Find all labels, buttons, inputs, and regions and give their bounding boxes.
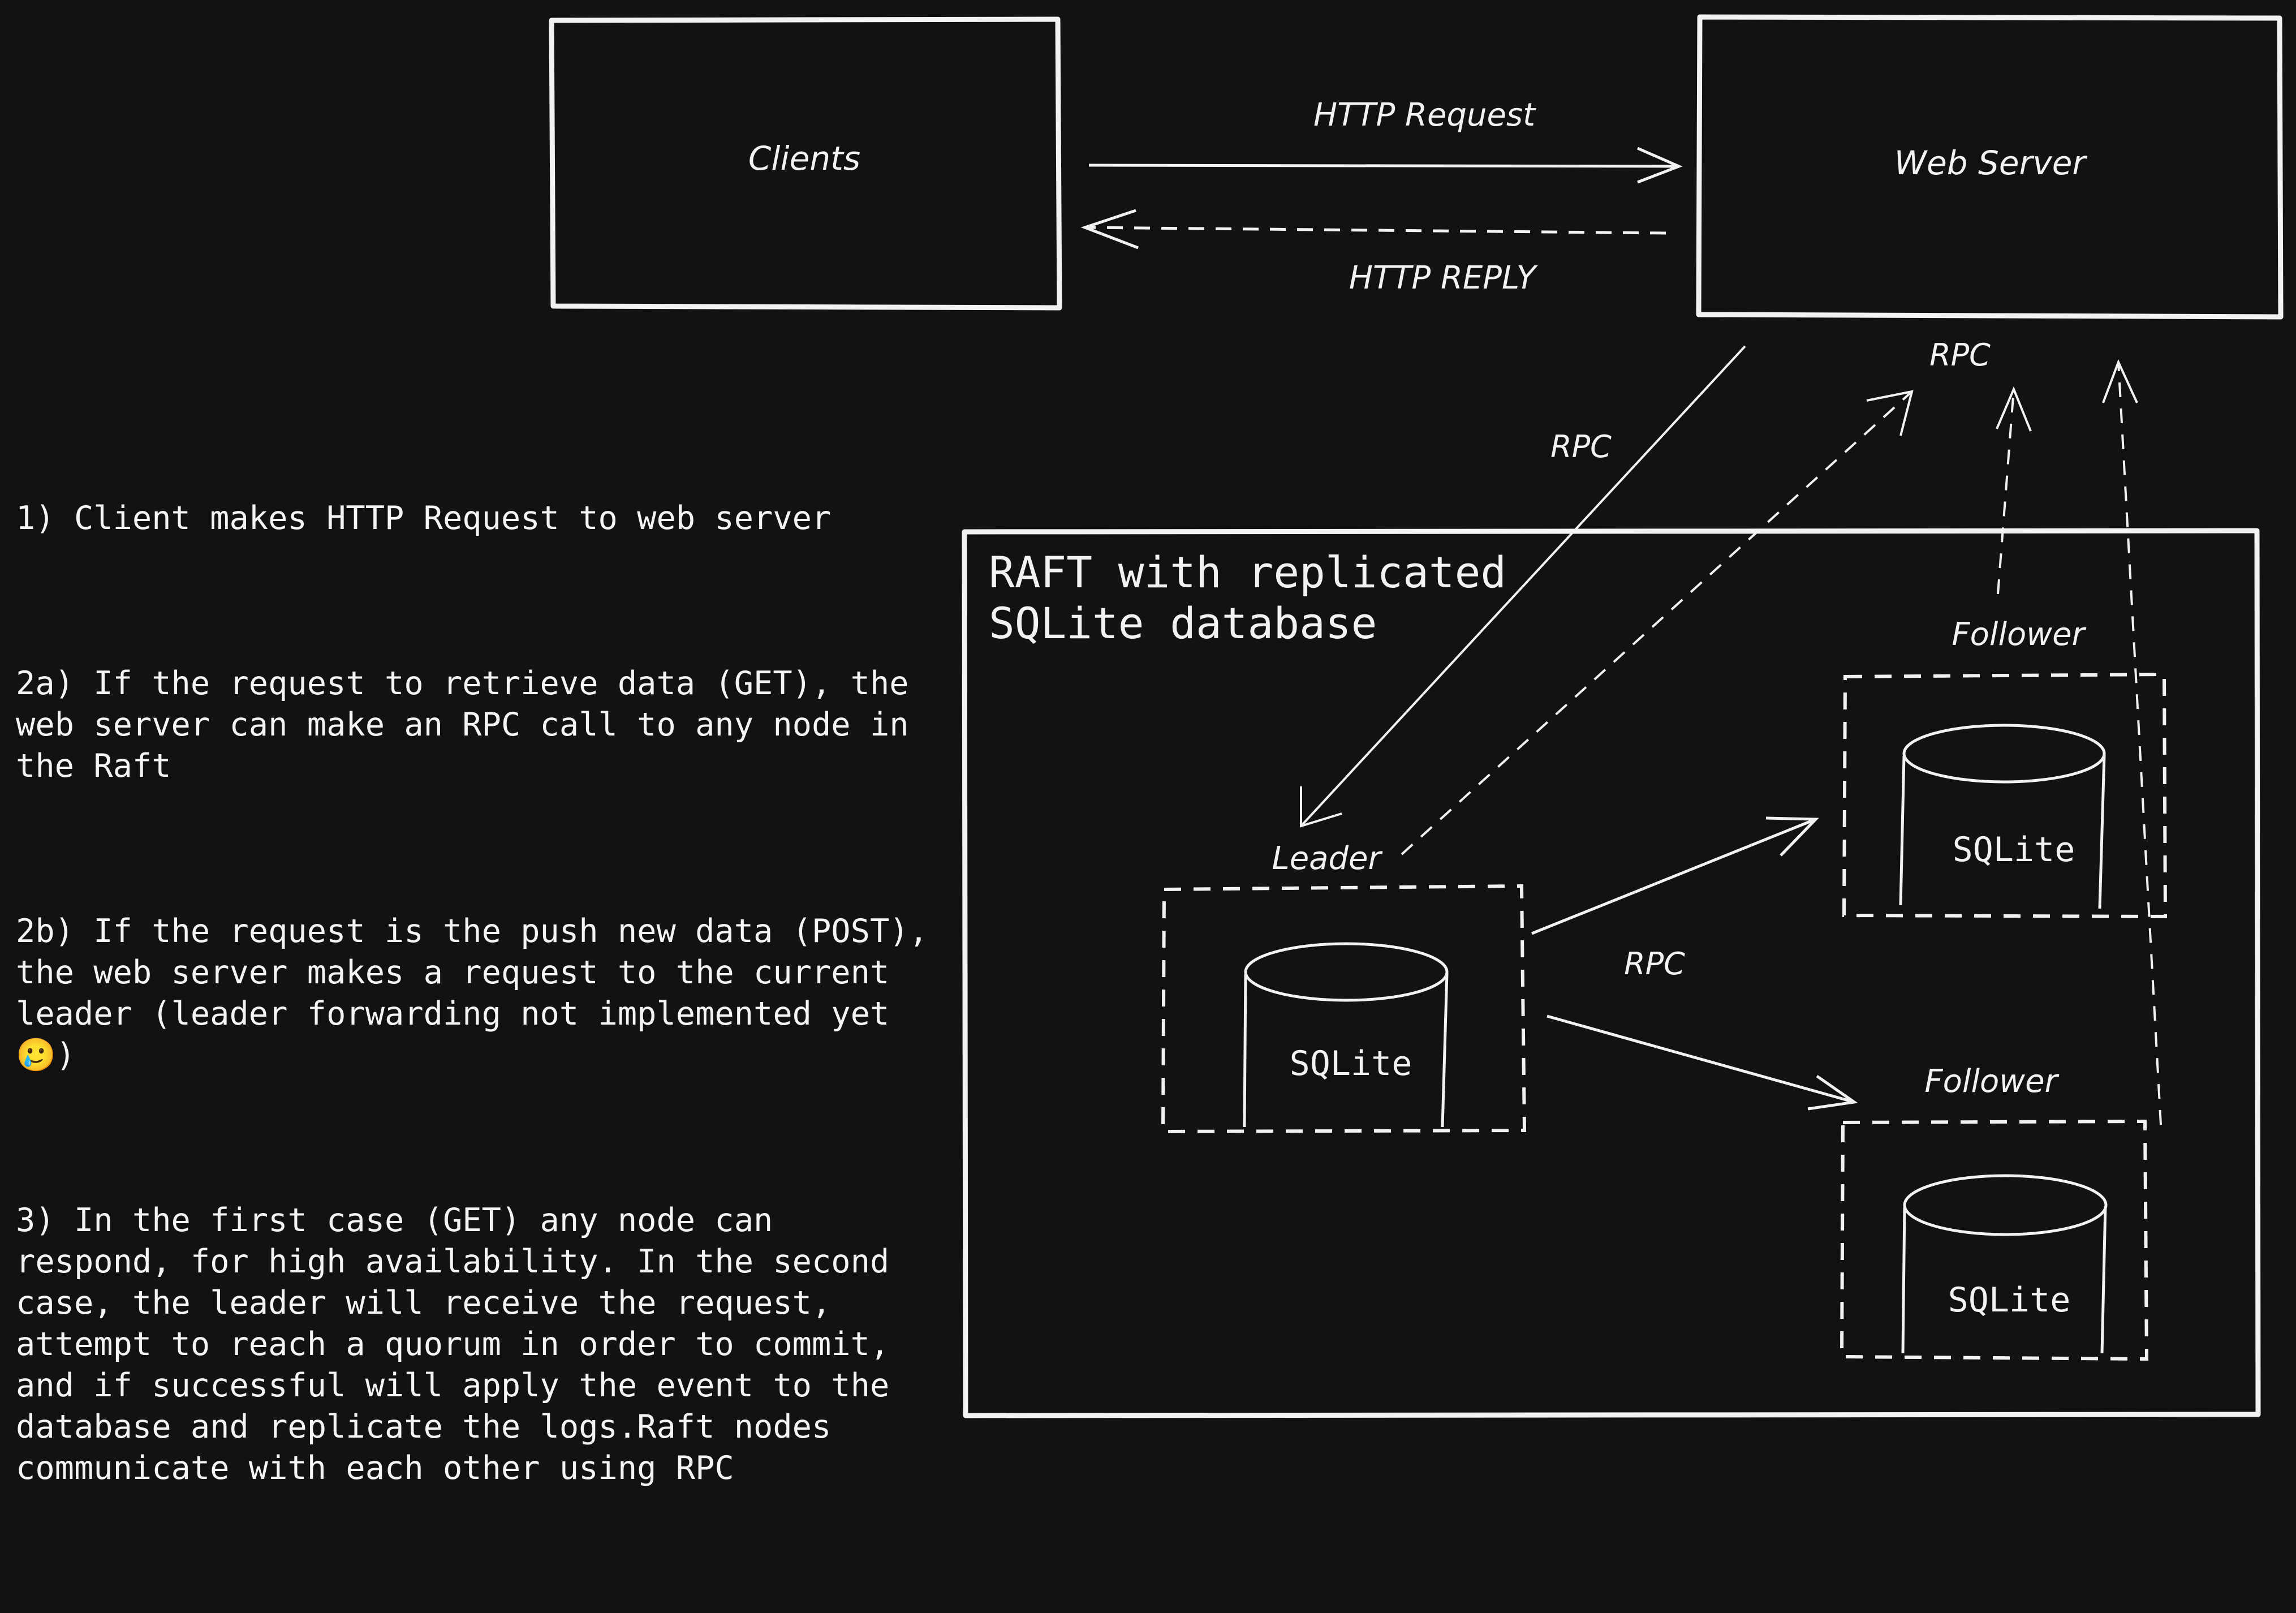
note-step2b-close: ) [55, 1036, 76, 1074]
raft-title-line1: RAFT with replicated [989, 547, 1506, 597]
note-step2a: 2a) If the request to retrieve data (GET… [16, 665, 928, 785]
replication-arrow-top [1531, 816, 1819, 935]
rpc-from-raft-label: RPC [1929, 337, 1991, 373]
follower-top-database-icon: SQLite [1899, 724, 2106, 909]
clients-node: Clients [549, 16, 1062, 311]
leader-response-arrow [1401, 390, 1914, 855]
follower-bottom-label: Follower [1924, 1063, 2059, 1100]
diagram-canvas: Clients Web Server HTTP Request HTTP REP… [16, 14, 2284, 1487]
follower-bottom-node: Follower SQLite [1840, 1063, 2149, 1361]
follower-bottom-response-arrow [2102, 359, 2162, 1125]
follower-top-response-arrow [1996, 386, 2032, 595]
http-reply-arrow: HTTP REPLY [1080, 209, 1666, 296]
rpc-to-leader-label: RPC [1550, 429, 1612, 464]
leader-label: Leader [1272, 840, 1383, 877]
note-step2b-text: 2b) If the request is the push new data … [16, 913, 948, 1033]
follower-bottom-database-icon: SQLite [1901, 1174, 2108, 1354]
web-server-node: Web Server [1696, 14, 2284, 320]
leader-node: Leader SQLite [1161, 840, 1527, 1134]
rpc-to-leader-arrow: RPC [1300, 345, 1746, 828]
note-step2b: 2b) If the request is the push new data … [16, 911, 944, 1076]
note-step3: 3) In the first case (GET) any node can … [16, 1202, 909, 1487]
clients-label: Clients [748, 139, 860, 178]
http-request-label: HTTP Request [1313, 97, 1536, 134]
smile-tear-emoji: 🥲 [16, 1036, 56, 1074]
http-reply-label: HTTP REPLY [1349, 260, 1538, 296]
rpc-replication-label: RPC [1624, 946, 1685, 982]
http-request-arrow: HTTP Request [1088, 97, 1683, 184]
raft-title-line2: SQLite database [989, 598, 1377, 648]
follower-top-db-label: SQLite [1953, 830, 2075, 870]
diagram-svg: Clients Web Server HTTP Request HTTP REP… [549, 14, 2284, 1418]
explanation-notes: 1) Client makes HTTP Request to web serv… [16, 415, 944, 1613]
raft-cluster: RAFT with replicated SQLite database [962, 528, 2261, 1418]
leader-database-icon: SQLite [1243, 942, 1449, 1128]
follower-top-node: Follower SQLite [1842, 616, 2168, 919]
follower-top-label: Follower [1952, 616, 2086, 653]
web-server-label: Web Server [1894, 144, 2088, 182]
note-step1: 1) Client makes HTTP Request to web serv… [16, 500, 832, 537]
follower-bottom-db-label: SQLite [1948, 1280, 2071, 1320]
leader-db-label: SQLite [1290, 1044, 1412, 1083]
replication-arrow-bottom [1547, 1014, 1858, 1111]
